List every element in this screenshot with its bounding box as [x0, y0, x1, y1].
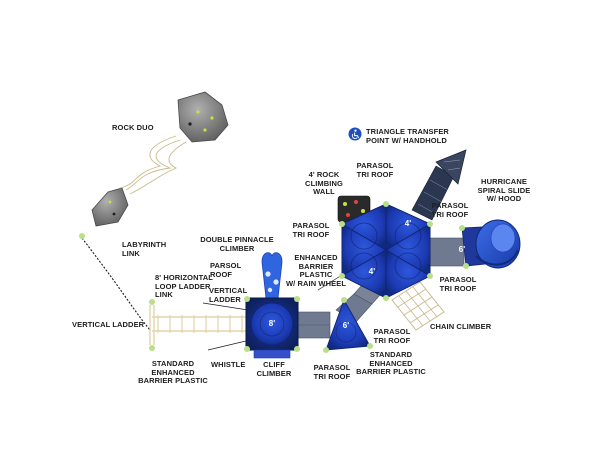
label-parasol-right-lower: PARASOL TRI ROOF	[439, 275, 477, 293]
label-vertical-ladder-left: VERTICAL LADDER	[72, 320, 145, 329]
deck-height-hex-bottom: 4'	[368, 267, 376, 276]
label-cliff-climber: CLIFF CLIMBER	[256, 360, 292, 378]
labyrinth-link	[79, 233, 151, 331]
label-chain-climber: CHAIN CLIMBER	[430, 322, 492, 331]
label-parasol-roof: PARSOL ROOF	[210, 261, 242, 279]
horizontal-loop-ladder	[149, 299, 246, 351]
rock-duo	[91, 91, 229, 227]
rope-net	[119, 135, 187, 195]
label-horizontal-loop-ladder: 8' HORIZONTAL LOOP LADDER LINK	[155, 273, 213, 299]
deck-height-slide: 6'	[458, 245, 466, 254]
deck-height-square: 8'	[268, 319, 276, 328]
cliff-climber	[253, 349, 291, 359]
walkway-lower	[295, 311, 331, 339]
label-standard-enhanced-barrier-right: STANDARD ENHANCED BARRIER PLASTIC	[356, 350, 426, 376]
chain-climber	[391, 281, 445, 331]
label-rock-climbing-wall: 4' ROCK CLIMBING WALL	[305, 170, 343, 196]
label-whistle: WHISTLE	[211, 360, 246, 369]
hurricane-spiral-slide	[459, 219, 521, 269]
deck-height-tri-lower: 6'	[342, 321, 350, 330]
accessibility-icon	[348, 127, 362, 141]
label-labyrinth-link: LABYRINTH LINK	[122, 240, 167, 258]
label-triangle-transfer: TRIANGLE TRANSFER POINT W/ HANDHOLD	[366, 127, 449, 145]
label-parasol-bottom: PARASOL TRI ROOF	[313, 363, 351, 381]
label-parasol-center-lower: PARASOL TRI ROOF	[373, 327, 411, 345]
tri-deck-6	[323, 297, 373, 353]
label-parasol-left: PARASOL TRI ROOF	[292, 221, 330, 239]
double-pinnacle-climber	[261, 252, 283, 299]
label-hurricane-slide: HURRICANE SPIRAL SLIDE W/ HOOD	[477, 177, 531, 203]
walkway-right	[429, 237, 465, 267]
label-vertical-ladder-mid: VERTICAL LADDER	[209, 286, 248, 304]
triangle-transfer-point	[435, 149, 467, 185]
label-parasol-top: PARASOL TRI ROOF	[356, 161, 394, 179]
hex-deck-cluster	[339, 201, 433, 301]
label-parasol-right-upper: PARASOL TRI ROOF	[431, 201, 469, 219]
label-standard-enhanced-barrier-left: STANDARD ENHANCED BARRIER PLASTIC	[138, 359, 208, 385]
deck-height-hex-top: 4'	[404, 219, 412, 228]
square-deck-8	[244, 296, 300, 352]
label-double-pinnacle: DOUBLE PINNACLE CLIMBER	[200, 235, 274, 253]
label-enhanced-barrier-wheel: ENHANCED BARRIER PLASTIC W/ RAIN WHEEL	[285, 253, 347, 288]
label-rock-duo: ROCK DUO	[112, 123, 154, 132]
